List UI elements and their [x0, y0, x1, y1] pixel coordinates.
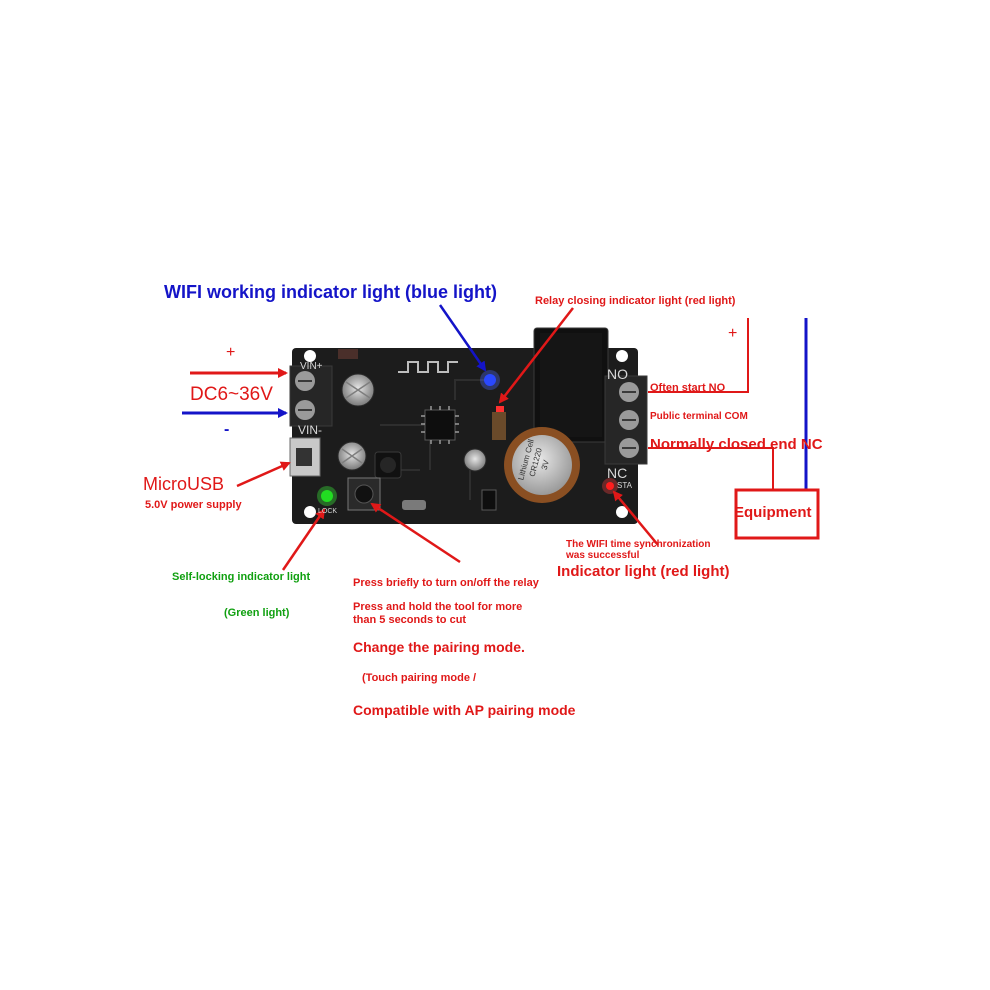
header-pins	[492, 412, 506, 440]
button-arrow	[370, 502, 461, 564]
micro-usb-port	[289, 437, 321, 477]
relay-led-arrow	[498, 307, 574, 404]
output-wiring	[648, 318, 820, 540]
wifi-antenna	[398, 361, 458, 373]
normally-closed-label: Normally closed end NC	[650, 436, 823, 453]
silk-no: NO	[607, 366, 628, 382]
self-lock-label: Self-locking indicator light	[172, 571, 311, 583]
sync-line-1: The WIFI time synchronization	[566, 539, 711, 550]
dc-range-label: DC6~36V	[190, 384, 273, 405]
blue-led	[480, 370, 500, 390]
inductor	[374, 451, 402, 479]
crystal	[402, 500, 426, 510]
micro-usb-label: MicroUSB	[143, 474, 225, 494]
press-hold-line-1: Press and hold the tool for more	[353, 601, 523, 613]
public-terminal-label: Public terminal COM	[650, 411, 748, 422]
output-terminal-block	[604, 375, 648, 465]
relay-red-led	[496, 406, 504, 412]
silk-nc: NC	[607, 465, 628, 481]
green-light-label: (Green light)	[224, 607, 290, 619]
relay-indicator-label: Relay closing indicator light (red light…	[535, 295, 736, 307]
silk-sta: STA	[617, 481, 632, 490]
sync-line-2: was successful	[566, 550, 640, 561]
relay	[533, 327, 609, 443]
wifi-indicator-label: WIFI working indicator light (blue light…	[164, 282, 497, 302]
capacitor-2	[337, 441, 367, 471]
equipment-box	[734, 488, 820, 540]
usb-arrow	[236, 461, 291, 488]
coin-cell-holder	[504, 427, 580, 503]
sta-red-led	[602, 478, 618, 494]
plus-left-label: +	[226, 344, 236, 361]
silk-vin-plus: VIN+	[300, 361, 323, 372]
often-start-label: Often start NO	[650, 382, 726, 394]
change-mode-label: Change the pairing mode.	[353, 639, 525, 655]
silk-vin-minus: VIN-	[298, 423, 322, 437]
top-component	[338, 349, 358, 359]
small-chip	[481, 489, 497, 511]
silk-lock: LOCK	[318, 508, 338, 515]
power-supply-label: 5.0V power supply	[145, 499, 242, 511]
green-led-arrow	[281, 508, 326, 571]
microcontroller-chip	[421, 406, 459, 444]
wifi-led-arrow	[438, 304, 487, 372]
ap-mode-label: Compatible with AP pairing mode	[353, 702, 576, 718]
capacitor-1	[341, 373, 375, 407]
equipment-label: Equipment	[734, 504, 812, 521]
indicator-red-label: Indicator light (red light)	[557, 563, 730, 580]
touch-mode-label: (Touch pairing mode /	[362, 672, 477, 684]
minus-left-label: -	[224, 421, 230, 438]
sta-led-arrow	[612, 490, 659, 546]
plus-right-label: +	[728, 325, 738, 342]
input-terminal-block	[289, 365, 333, 427]
capacitor-3	[463, 448, 487, 472]
press-briefly-label: Press briefly to turn on/off the relay	[353, 577, 539, 589]
green-led	[317, 486, 337, 506]
press-hold-line-2: than 5 seconds to cut	[353, 614, 467, 626]
